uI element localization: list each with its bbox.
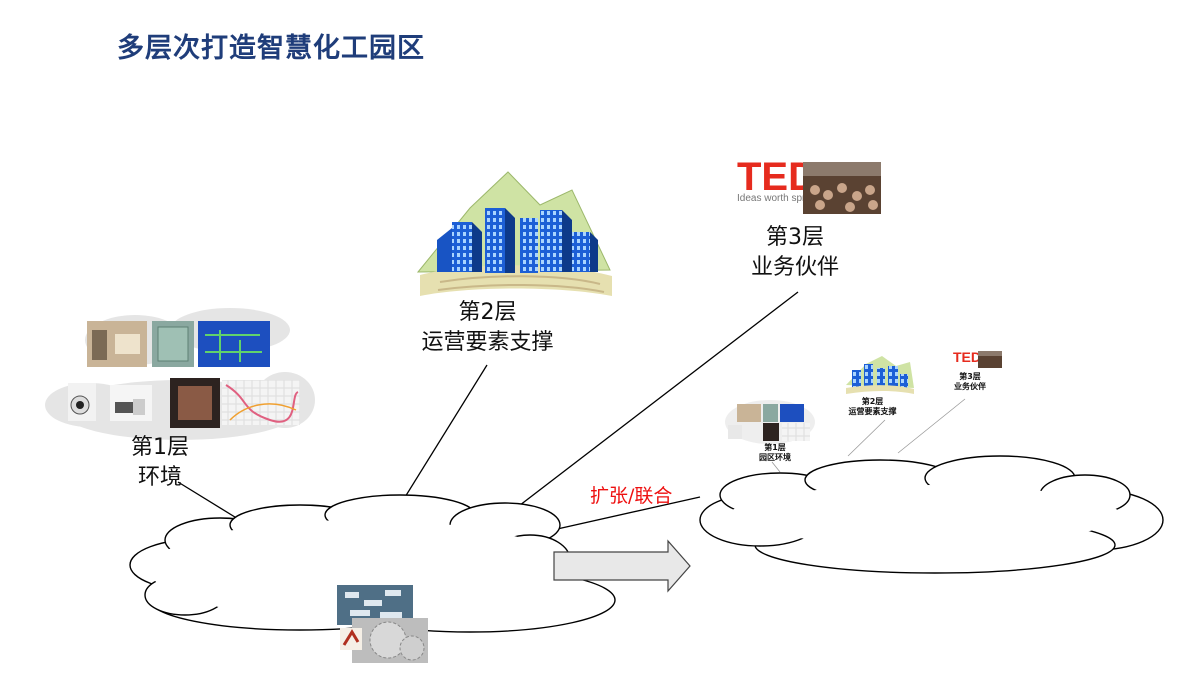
layer3-label: 第3层 业务伙伴 [730, 223, 860, 283]
layer3-name: 业务伙伴 [750, 255, 839, 280]
mini-connector-lines [771, 398, 966, 473]
layer2-number: 第2层 [458, 300, 517, 325]
connector-layer1 [177, 481, 244, 523]
mini-layer1-name: 园区环境 [759, 453, 791, 462]
mini-ted-logo: TED [953, 349, 981, 365]
layer1-number: 第1层 [131, 435, 189, 460]
layer2-label: 第2层 运营要素支撑 [395, 298, 580, 358]
expand-arrow [553, 539, 691, 593]
connector-layer2 [396, 364, 488, 511]
layer1-name: 环境 [137, 465, 182, 490]
mini-layer1-cluster [725, 400, 815, 444]
building-icon-layer2 [416, 171, 612, 296]
mini-layer3-name: 业务伙伴 [954, 382, 986, 391]
big-data-image [337, 585, 428, 663]
connector-expand [534, 496, 701, 535]
mini-layer3-number: 第3层 [959, 372, 981, 381]
layer1-photo-cluster [45, 308, 315, 440]
ted-tagline: Ideas worth spreading [737, 193, 835, 204]
mini-building-icon [846, 356, 914, 394]
page-title: 多层次打造智慧化工园区 [117, 33, 425, 64]
mini-layer2-name: 运营要素支撑 [848, 407, 897, 416]
connector-layer3 [510, 291, 799, 513]
layer2-name: 运营要素支撑 [421, 330, 554, 355]
mini-layer1-label: 第1层 园区环境 [740, 443, 810, 463]
layer1-label: 第1层 环境 [100, 433, 220, 493]
mini-layer1-number: 第1层 [764, 443, 786, 452]
connector-lines [177, 291, 799, 535]
mini-layer2-number: 第2层 [861, 397, 884, 406]
mini-layer3-label: 第3层 业务伙伴 [940, 372, 1000, 392]
mini-layer2-label: 第2层 运营要素支撑 [835, 397, 910, 417]
ted-image-layer3: TED Ideas worth spreading [735, 152, 881, 214]
expand-label: 扩张/联合 [590, 485, 673, 507]
main-cloud-fill [150, 520, 570, 620]
layer3-number: 第3层 [766, 225, 824, 250]
mini-ted-image: TED [953, 349, 1002, 368]
